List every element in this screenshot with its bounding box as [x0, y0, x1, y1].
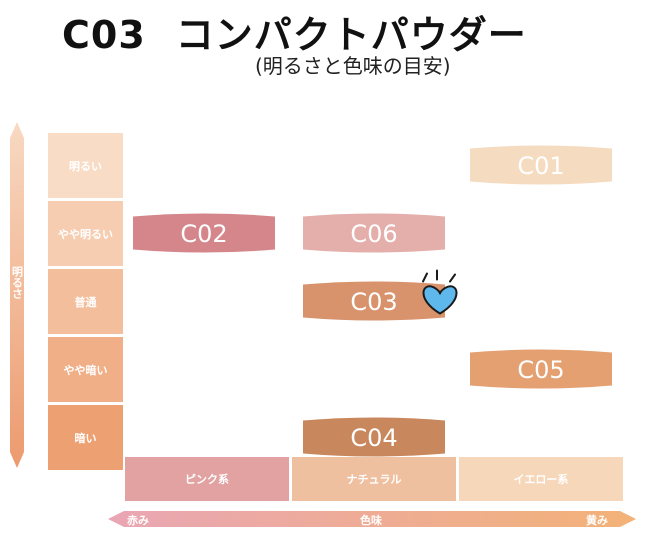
sparkle-icon [422, 269, 456, 283]
shade-tile [303, 213, 445, 253]
hue-axis-start-label: 赤み [127, 513, 149, 527]
shade-tile [470, 145, 612, 185]
shade-label: C04 [350, 424, 397, 452]
product-name: コンパクトパウダー [175, 13, 527, 57]
brightness-level-box [48, 269, 123, 334]
brightness-level-box [48, 201, 123, 266]
shade-tile [303, 417, 445, 457]
brightness-level-label: やや明るい [58, 228, 113, 241]
heart-icon [422, 285, 458, 315]
brightness-level-label: 暗い [75, 431, 97, 445]
brightness-level-label: 普通 [75, 295, 97, 309]
tone-category-box [292, 457, 456, 501]
shade-label: C06 [350, 220, 397, 248]
tone-category-box [125, 457, 289, 501]
product-code: C03 [62, 13, 146, 57]
tone-category-label: ピンク系 [185, 472, 229, 486]
tone-category-box [459, 457, 623, 501]
brightness-axis-arrow [10, 122, 24, 468]
hue-axis-end-label: 黄み [586, 513, 608, 527]
shade-tile [133, 213, 275, 253]
shade-label: C05 [517, 356, 564, 384]
brightness-level-box [48, 133, 123, 198]
hue-axis-arrow [108, 511, 636, 527]
brightness-level-box [48, 405, 123, 470]
hue-axis-label: 色味 [360, 513, 382, 527]
shade-label: C03 [350, 288, 397, 316]
brightness-level-label: やや暗い [64, 363, 108, 377]
shade-label: C02 [180, 220, 227, 248]
brightness-level-label: 明るい [69, 160, 102, 173]
shade-tile [303, 281, 445, 321]
page-title: C03 コンパクトパウダー [62, 4, 527, 59]
shade-tile [470, 349, 612, 389]
tone-category-label: ナチュラル [347, 473, 402, 486]
page-subtitle: (明るさと色味の目安) [255, 54, 451, 78]
brightness-level-box [48, 337, 123, 402]
brightness-axis-label: 明るさ [11, 266, 24, 300]
tone-category-label: イエロー系 [514, 472, 569, 486]
shade-label: C01 [517, 152, 564, 180]
